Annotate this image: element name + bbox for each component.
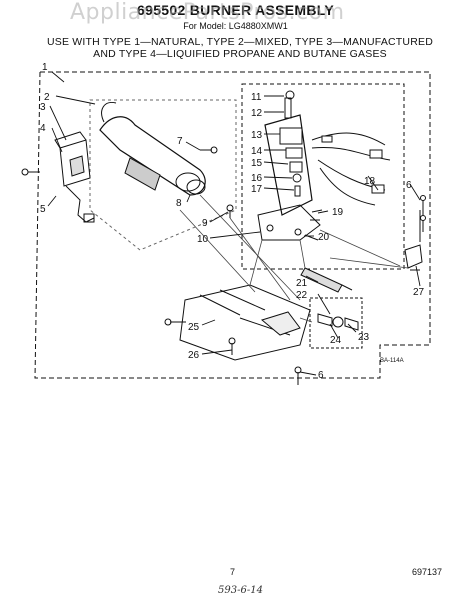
- callout-2: 2: [44, 92, 50, 103]
- group-box-igniter: [309, 297, 363, 349]
- callout-19: 19: [332, 207, 344, 218]
- callout-21: 21: [296, 278, 308, 289]
- valve-base: [257, 204, 321, 241]
- gas-valve: [264, 114, 313, 216]
- group-box-valve: [241, 83, 405, 270]
- callout-18: 18: [364, 176, 376, 187]
- model-line: For Model: LG4880XMW1: [0, 21, 471, 31]
- callout-9: 9: [202, 218, 208, 229]
- doc-number: 697137: [412, 567, 443, 577]
- callout-22: 22: [296, 290, 308, 301]
- callout-12: 12: [251, 108, 263, 119]
- callout-6a: 6: [406, 180, 412, 191]
- callout-16: 16: [251, 173, 263, 184]
- callout-6b: 6: [318, 370, 324, 381]
- callout-10: 10: [197, 234, 209, 245]
- callout-27: 27: [413, 287, 425, 298]
- callout-13: 13: [251, 130, 263, 141]
- callout-25: 25: [188, 322, 200, 333]
- callout-20: 20: [318, 232, 330, 243]
- screws: [21, 146, 426, 385]
- assembly-boundary: [34, 71, 431, 379]
- callout-17: 17: [251, 184, 263, 195]
- model-number: LG4880XMW1: [228, 21, 288, 31]
- wire-harness: [311, 132, 391, 206]
- usage-line-1: USE WITH TYPE 1—NATURAL, TYPE 2—MIXED, T…: [47, 36, 433, 48]
- burner-tube: [99, 116, 206, 196]
- callout-8: 8: [176, 198, 182, 209]
- callout-11: 11: [251, 92, 262, 103]
- burner-panel: [89, 99, 237, 251]
- handwritten-note: 593-6-14: [218, 585, 263, 596]
- callout-4: 4: [40, 123, 46, 134]
- page-title: 695502 BURNER ASSEMBLY: [137, 2, 334, 18]
- callout-15: 15: [251, 158, 263, 169]
- callout-14: 14: [251, 146, 263, 157]
- callout-26: 26: [188, 350, 200, 361]
- callout-5: 5: [40, 204, 46, 215]
- callout-labels: 1 2 3 4 5 6 7 8 9 10 11 12 13 14 15 16 1…: [40, 62, 425, 381]
- watermark: AppliancePartsPros.com: [70, 0, 345, 25]
- callout-7: 7: [177, 136, 183, 147]
- figure-code: BA-114A: [380, 358, 404, 364]
- usage-line-2: AND TYPE 4—LIQUIFIED PROPANE AND BUTANE …: [93, 48, 387, 60]
- igniter: [300, 267, 343, 293]
- callout-1: 1: [42, 62, 48, 73]
- usage-note: USE WITH TYPE 1—NATURAL, TYPE 2—MIXED, T…: [30, 36, 450, 60]
- page-number: 7: [230, 567, 236, 577]
- callout-23: 23: [358, 332, 370, 343]
- burner-bracket-left: [59, 139, 91, 187]
- callout-24: 24: [330, 335, 342, 346]
- model-prefix: For Model:: [183, 21, 227, 31]
- side-bracket: [404, 244, 423, 269]
- callout-3: 3: [40, 102, 46, 113]
